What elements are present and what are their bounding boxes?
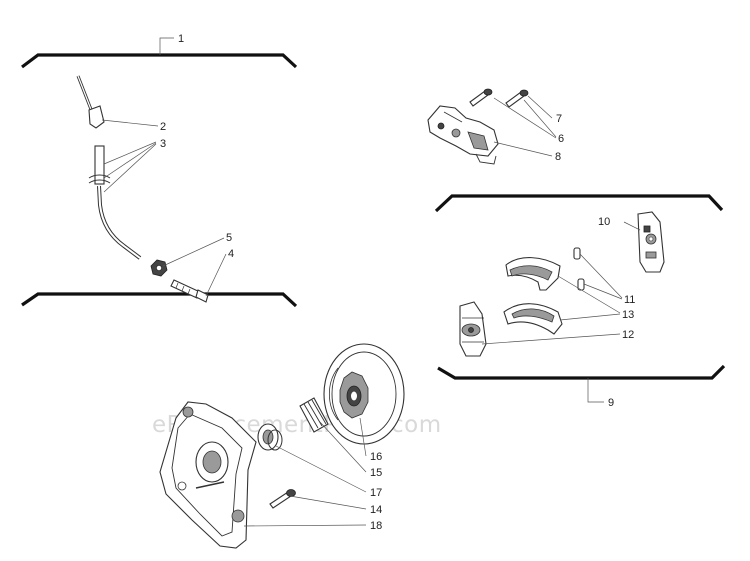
clutch-parts-group xyxy=(459,211,665,357)
callout-12: 12 xyxy=(622,329,634,341)
callout-16: 16 xyxy=(370,451,382,463)
callout-14: 14 xyxy=(370,504,382,516)
group-bracket-9 xyxy=(434,194,726,403)
callout-13: 13 xyxy=(622,309,634,321)
callout-17: 17 xyxy=(370,487,382,499)
callout-18: 18 xyxy=(370,520,382,532)
callout-4: 4 xyxy=(228,248,234,260)
clutch-drum-and-cover xyxy=(159,343,405,549)
callout-9: 9 xyxy=(608,397,614,409)
callout-labels: 1 2 3 4 5 6 7 8 9 10 11 12 13 14 15 16 1… xyxy=(160,33,635,532)
callout-3: 3 xyxy=(160,138,166,150)
group-bracket-1 xyxy=(21,37,298,308)
callout-11: 11 xyxy=(624,294,635,306)
callout-8: 8 xyxy=(555,151,561,163)
callout-6: 6 xyxy=(558,133,564,145)
callout-10: 10 xyxy=(598,216,610,228)
callout-1: 1 xyxy=(178,33,184,45)
leader-lines xyxy=(101,95,641,527)
callout-7: 7 xyxy=(556,113,562,125)
throttle-cable-assembly xyxy=(76,75,209,303)
brake-lever-assembly xyxy=(427,88,529,165)
callout-2: 2 xyxy=(160,121,166,133)
callout-5: 5 xyxy=(226,232,232,244)
callout-15: 15 xyxy=(370,467,382,479)
